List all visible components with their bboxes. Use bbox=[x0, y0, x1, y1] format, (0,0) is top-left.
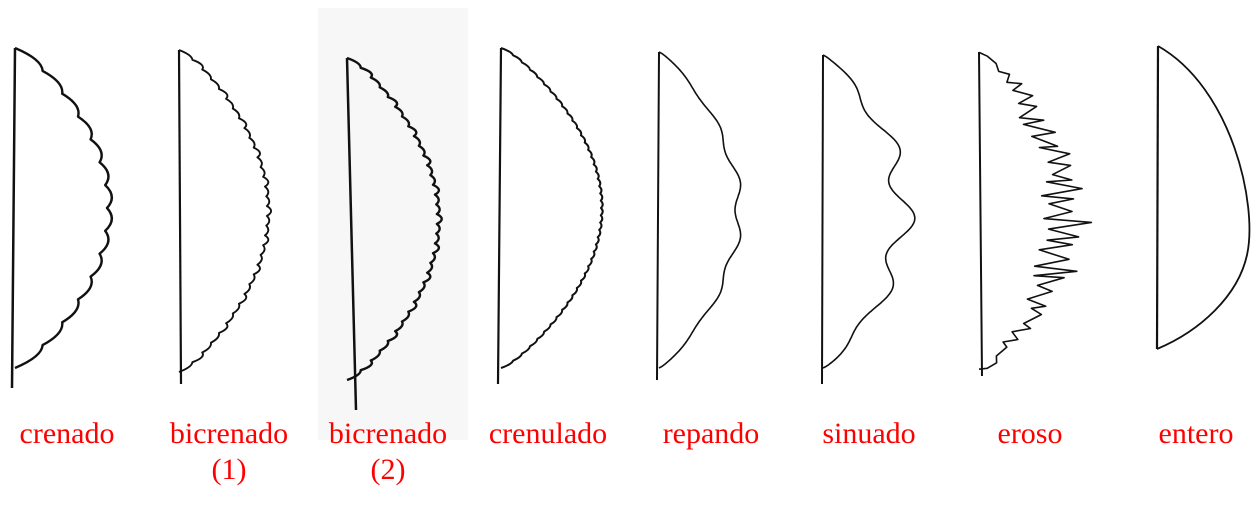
midrib-line bbox=[822, 55, 823, 384]
margin-drawing-bicrenado-1 bbox=[179, 50, 271, 384]
caption-sub: (2) bbox=[313, 452, 463, 488]
margin-drawing-entero bbox=[1157, 46, 1249, 349]
caption-eroso: eroso bbox=[955, 416, 1105, 452]
caption-bicrenado-2: bicrenado (2) bbox=[313, 416, 463, 488]
caption-label: entero bbox=[1159, 417, 1234, 450]
caption-label: sinuado bbox=[822, 417, 915, 450]
caption-crenado: crenado bbox=[0, 416, 142, 452]
midrib-line bbox=[1157, 46, 1158, 349]
caption-repando: repando bbox=[636, 416, 786, 452]
midrib-line bbox=[498, 48, 501, 384]
leaf-outline bbox=[15, 48, 112, 368]
margin-drawing-crenulado bbox=[498, 48, 603, 384]
caption-entero: entero bbox=[1121, 416, 1253, 452]
caption-label: crenulado bbox=[489, 417, 607, 450]
leaf-outline bbox=[501, 48, 603, 368]
margin-drawing-bicrenado-2 bbox=[347, 58, 442, 410]
caption-crenulado: crenulado bbox=[473, 416, 623, 452]
midrib-line bbox=[657, 52, 659, 380]
margin-drawing-repando bbox=[657, 52, 741, 380]
midrib-line bbox=[979, 52, 982, 376]
leaf-outline bbox=[823, 55, 915, 368]
caption-label: repando bbox=[663, 417, 760, 450]
midrib-line bbox=[179, 50, 181, 384]
leaf-outline bbox=[659, 52, 741, 368]
leaf-outline bbox=[979, 52, 1091, 369]
leaf-outline bbox=[179, 50, 271, 372]
margin-drawing-eroso bbox=[979, 52, 1091, 376]
caption-sinuado: sinuado bbox=[794, 416, 944, 452]
caption-bicrenado-1: bicrenado (1) bbox=[154, 416, 304, 488]
margin-drawing-crenado bbox=[12, 48, 112, 388]
leaf-outline bbox=[347, 58, 442, 380]
caption-label: eroso bbox=[998, 417, 1063, 450]
caption-label: crenado bbox=[20, 417, 115, 450]
caption-label: bicrenado bbox=[329, 417, 447, 450]
midrib-line bbox=[347, 58, 356, 410]
caption-sub: (1) bbox=[154, 452, 304, 488]
leaf-outline bbox=[1157, 46, 1249, 349]
midrib-line bbox=[12, 48, 15, 388]
caption-label: bicrenado bbox=[170, 417, 288, 450]
margin-drawing-sinuado bbox=[822, 55, 915, 384]
